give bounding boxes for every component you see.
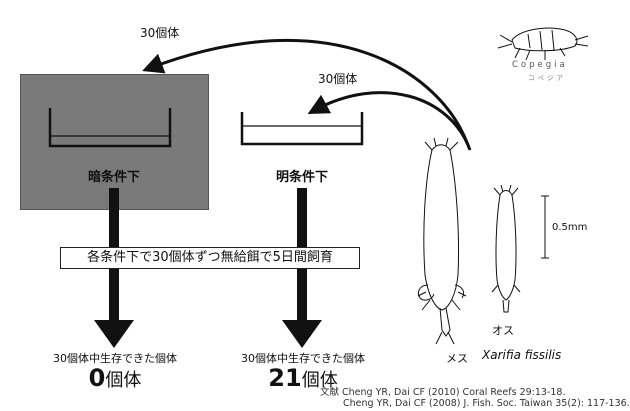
- reference-1: 文献 Cheng YR, Dai CF (2010) Coral Reefs 2…: [320, 387, 566, 398]
- reference-2: Cheng YR, Dai CF (2008) J. Fish. Soc. Ta…: [343, 398, 630, 409]
- scale-label: 0.5mm: [552, 222, 588, 233]
- female-copepod-illustration: [417, 137, 467, 345]
- female-label: メス: [446, 352, 468, 365]
- copegia-logo: [497, 27, 589, 61]
- light-container: [240, 112, 364, 146]
- light-condition-label: 明条件下: [275, 170, 328, 185]
- dark-container: [48, 108, 172, 148]
- light-count-number: 21: [268, 364, 302, 392]
- dark-condition-panel: [20, 74, 209, 210]
- dark-survivor-label: 30個体中生存できた個体: [53, 352, 177, 365]
- dark-count-number: 0: [88, 364, 106, 392]
- dark-survivor-count: 0個体: [55, 366, 175, 393]
- brand-name: Copegia: [512, 60, 568, 70]
- species-name: Xarifia fissilis: [482, 348, 562, 362]
- male-label: オス: [492, 324, 514, 337]
- arrow-to-light: [307, 91, 472, 151]
- brand-kana: コペジア: [528, 74, 566, 82]
- light-count-unit: 個体: [301, 370, 338, 391]
- dark-condition-label: 暗条件下: [87, 170, 140, 185]
- arrow-label-light: 30個体: [318, 72, 358, 86]
- light-survivor-count: 21個体: [243, 366, 363, 393]
- dark-count-unit: 個体: [105, 370, 142, 391]
- procedure-banner: 各条件下で30個体ずつ無給餌で5日間飼育: [60, 247, 360, 269]
- arrow-to-dark: [142, 38, 470, 146]
- scale-bar: [541, 195, 549, 259]
- light-survivor-label: 30個体中生存できた個体: [241, 352, 365, 365]
- male-copepod-illustration: [491, 184, 521, 313]
- arrow-label-dark: 30個体: [140, 26, 180, 40]
